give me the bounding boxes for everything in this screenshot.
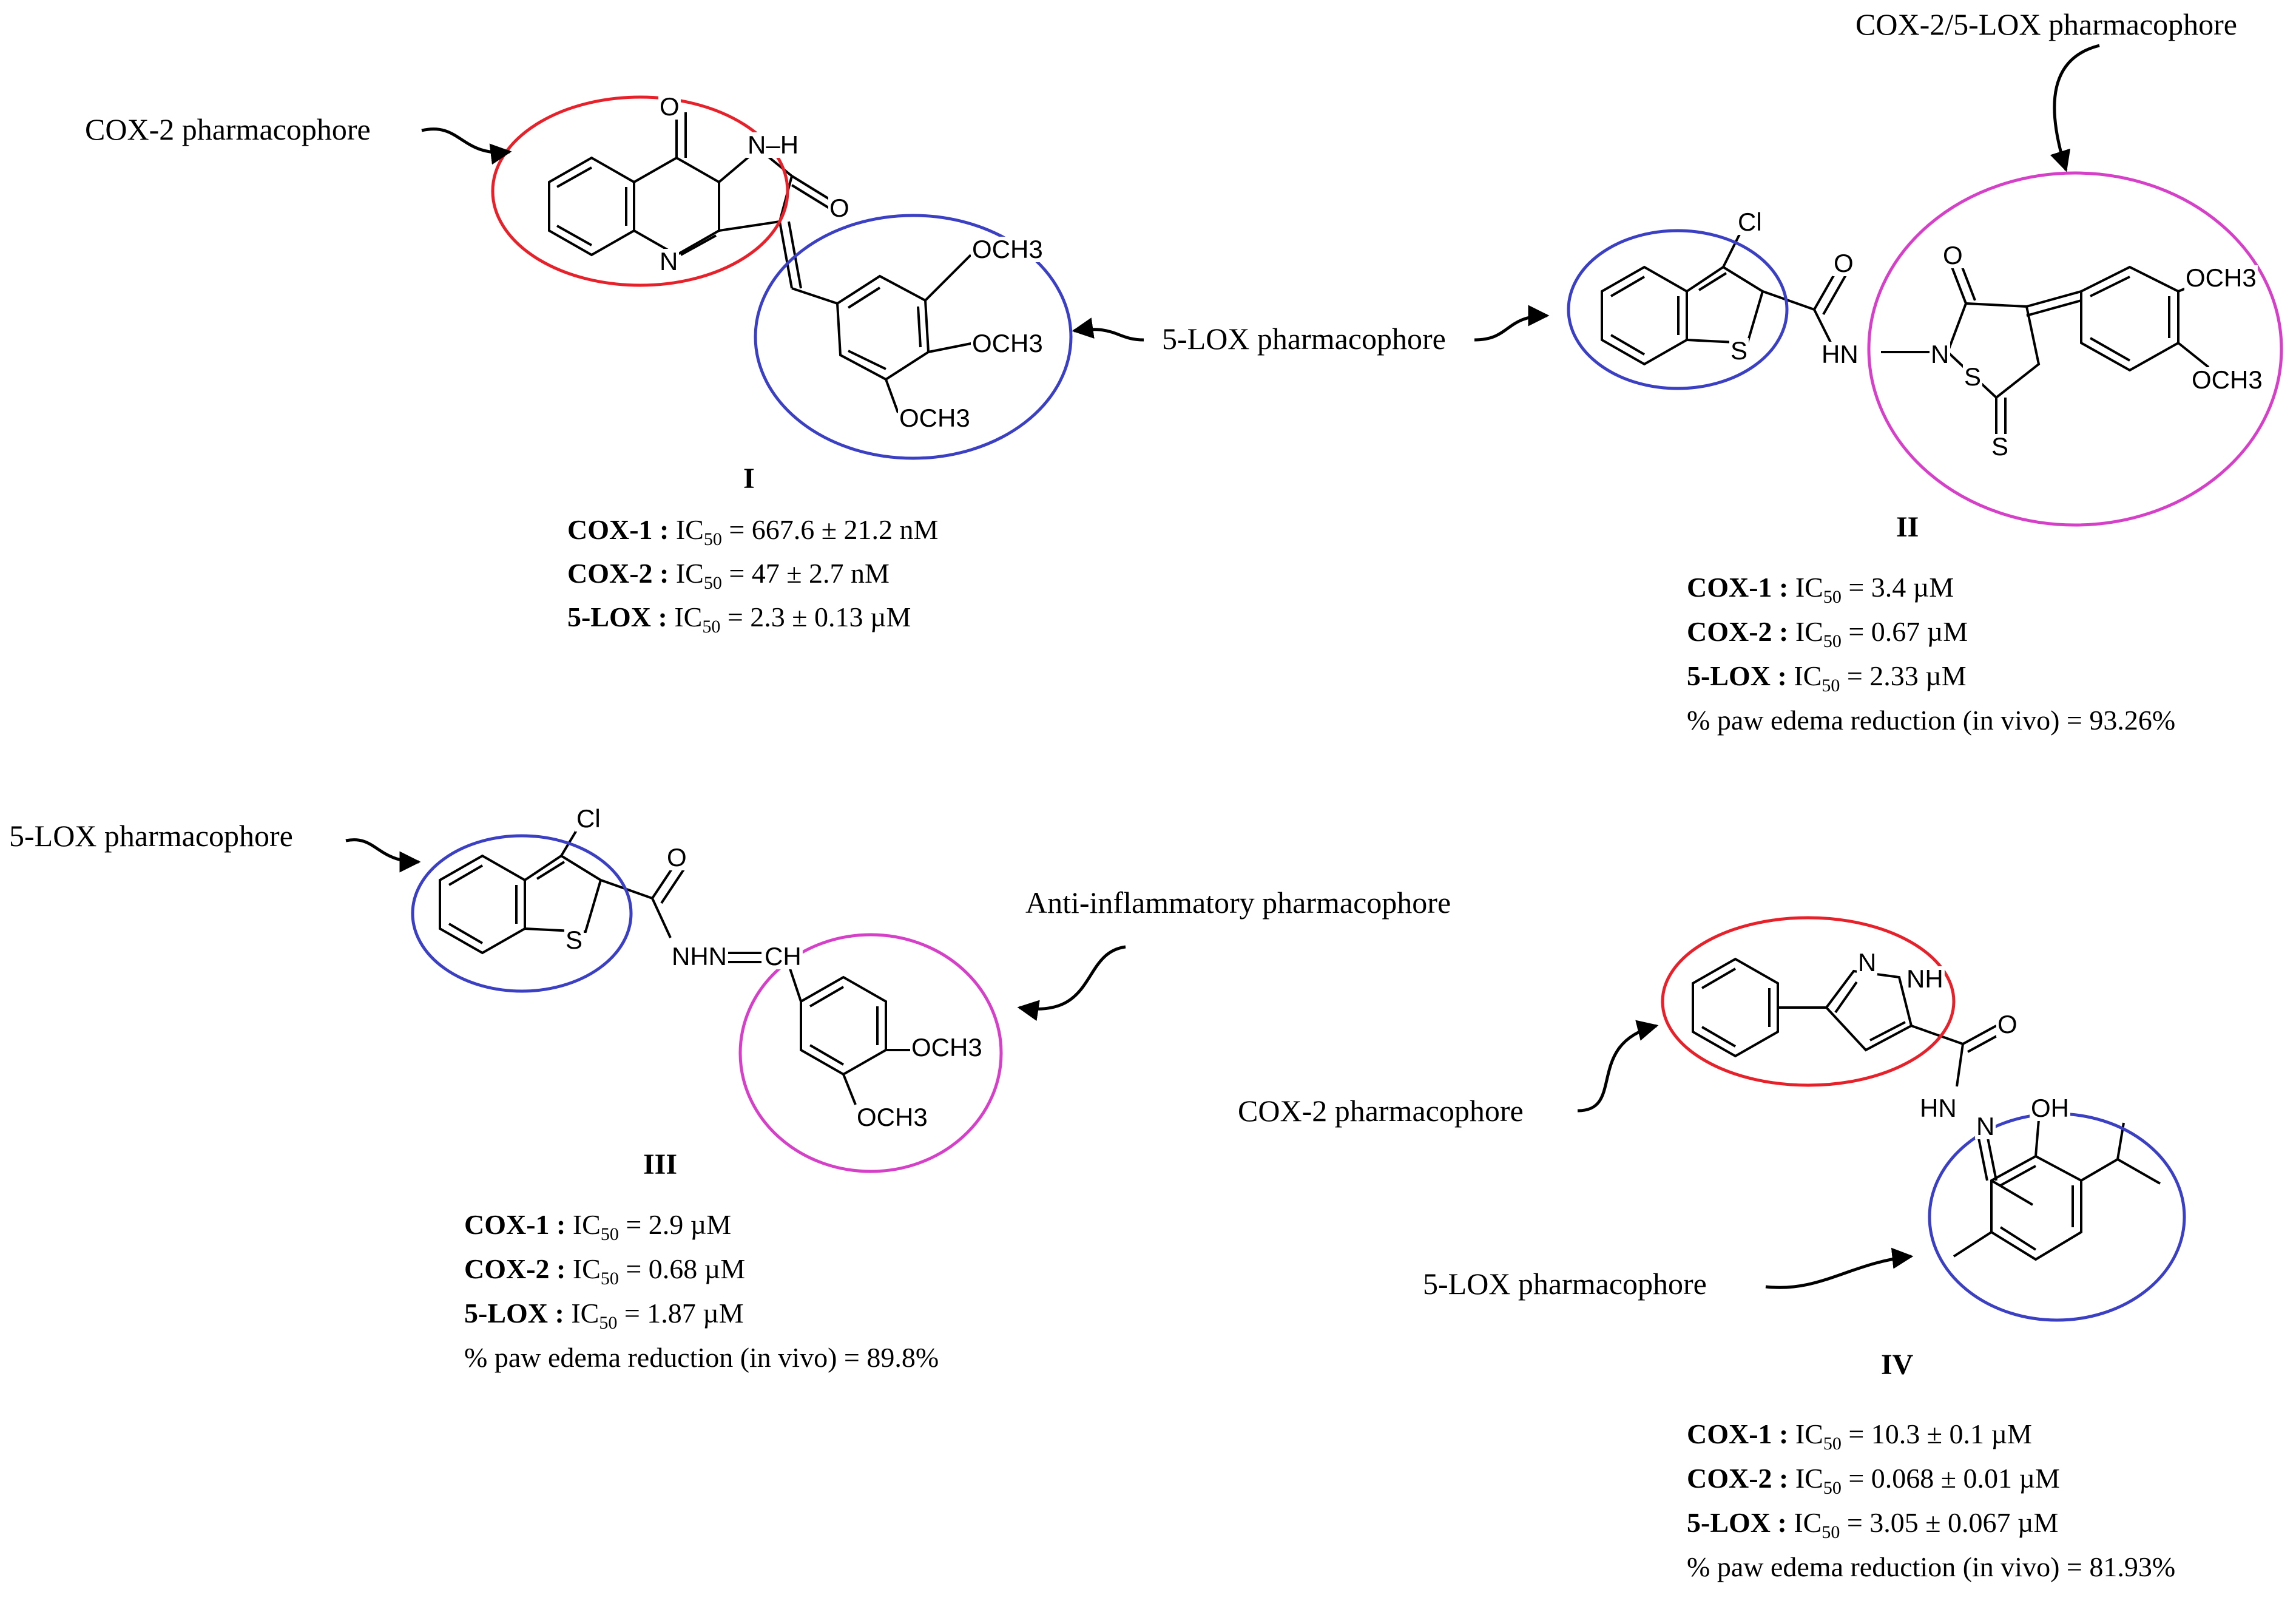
III-thiophene-ring [524,854,603,933]
III-atom-nhn: NHN [670,942,728,971]
compound-II-name: II [1896,511,1919,543]
II-atom-n: N [1930,340,1951,368]
I-atom-o-carbonyl: O [658,92,681,121]
III-atom-cl: Cl [575,804,602,833]
I-5lox-pharmacophore-ellipse [754,214,1073,460]
IV-atom-n2: N [1975,1112,1996,1140]
II-stat-cox2: COX-2 : IC50 = 0.67 µM [1687,616,1968,651]
IV-phenyl-ring [1692,957,1779,1058]
II-atom-och3-a: OCH3 [2184,263,2258,292]
II-atom-s-ring: S [1963,362,1983,391]
II-5lox-pharmacophore-ellipse [1567,229,1789,390]
I-stat-cox2: COX-2 : IC50 = 47 ± 2.7 nM [567,558,890,593]
compound-IV-name: IV [1881,1349,1914,1381]
IV-thymol-ring [1990,1154,2082,1261]
label-III-5lox-pharmacophore: 5-LOX pharmacophore [9,819,293,853]
I-atom-o-amide: O [828,194,851,222]
label-I-cox2-pharmacophore: COX-2 pharmacophore [85,112,371,146]
IV-atom-nh: NH [1905,964,1945,993]
IV-stat-cox2: COX-2 : IC50 = 0.068 ± 0.01 µM [1687,1463,2060,1498]
III-stat-cox2: COX-2 : IC50 = 0.68 µM [464,1253,746,1289]
III-5lox-pharmacophore-ellipse [411,834,633,993]
II-atom-hn: HN [1820,340,1860,368]
III-stat-5lox: 5-LOX : IC50 = 1.87 µM [464,1298,744,1333]
IV-cox2-pharmacophore-ellipse [1661,916,1956,1087]
II-atom-s-thiophene: S [1729,336,1749,365]
III-atom-o: O [666,843,688,872]
I-stat-cox1: COX-1 : IC50 = 667.6 ± 21.2 nM [567,514,939,549]
II-stat-paw-edema: % paw edema reduction (in vivo) = 93.26% [1687,705,2176,736]
I-atom-nh: N–H [746,130,800,159]
label-I-5lox-pharmacophore: 5-LOX pharmacophore [1162,322,1446,356]
II-atom-o-amide: O [1832,249,1855,277]
I-atom-och3-b: OCH3 [971,329,1044,357]
arrow-III-anti [1017,945,1126,1022]
II-atom-o-ring: O [1942,241,1964,269]
II-atom-s-thione: S [1990,432,2010,461]
IV-5lox-pharmacophore-ellipse [1928,1112,2186,1322]
II-thiophene-ring [1686,265,1764,345]
II-cox2-5lox-pharmacophore-ellipse [1867,171,2283,527]
label-IV-cox2-pharmacophore: COX-2 pharmacophore [1238,1094,1524,1128]
arrows [345,44,2100,1289]
III-atom-s: S [564,926,584,954]
I-atom-n: N [658,247,680,276]
IV-pyrazole-ring [1825,969,1913,1052]
compound-II-structure [1601,230,2210,437]
III-dimethoxyphenyl-ring [800,975,887,1076]
I-stat-5lox: 5-LOX : IC50 = 2.3 ± 0.13 µM [567,601,911,637]
II-benzene-ring [1601,265,1688,366]
II-atom-cl: Cl [1737,208,1763,236]
III-atom-och3-b: OCH3 [856,1103,929,1131]
I-benzene-ring [548,156,635,257]
III-atom-och3-a: OCH3 [910,1033,984,1062]
compound-III-name: III [643,1148,678,1181]
I-atom-och3-a: OCH3 [971,235,1044,263]
IV-stat-5lox: 5-LOX : IC50 = 3.05 ± 0.067 µM [1687,1507,2059,1542]
II-stat-5lox: 5-LOX : IC50 = 2.33 µM [1687,660,1967,696]
compound-I-name: I [743,462,755,495]
II-dimethoxyphenyl-ring [2080,265,2180,372]
arrow-II-top [2050,44,2100,172]
arrow-III-5lox [345,838,421,873]
IV-atom-n: N [1857,948,1878,977]
label-IV-5lox-pharmacophore: 5-LOX pharmacophore [1423,1267,1707,1301]
II-atom-och3-b: OCH3 [2190,365,2264,394]
arrow-IV-5lox [1765,1247,1914,1289]
arrow-I-cox2 [421,127,512,165]
I-cox2-pharmacophore-ellipse [491,95,789,287]
II-stat-cox1: COX-1 : IC50 = 3.4 µM [1687,572,1954,607]
I-trimethoxyphenyl-ring [836,274,930,381]
IV-atom-oh: OH [2030,1094,2070,1122]
IV-stat-paw-edema: % paw edema reduction (in vivo) = 81.93% [1687,1551,2176,1582]
label-II-cox2-5lox-pharmacophore: COX-2/5-LOX pharmacophore [1855,7,2237,41]
III-stat-cox1: COX-1 : IC50 = 2.9 µM [464,1209,732,1244]
III-atom-ch: CH [763,942,803,971]
arrow-IV-cox2 [1577,1020,1659,1113]
II-thiazolidinone-ring [1947,302,2041,399]
arrow-II-5lox [1474,305,1550,342]
III-stat-paw-edema: % paw edema reduction (in vivo) = 89.8% [464,1342,939,1373]
I-atom-och3-c: OCH3 [898,404,971,432]
III-benzene-ring [439,854,526,955]
III-anti-inflammatory-pharmacophore-ellipse [738,933,1003,1173]
label-III-anti-inflammatory-pharmacophore: Anti-inflammatory pharmacophore [1025,886,1451,920]
arrow-I-5lox [1072,317,1144,342]
IV-atom-o: O [1996,1010,2019,1038]
compound-IV-structure [1692,957,2161,1261]
IV-atom-hn: HN [1919,1094,1958,1122]
IV-stat-cox1: COX-1 : IC50 = 10.3 ± 0.1 µM [1687,1418,2032,1454]
